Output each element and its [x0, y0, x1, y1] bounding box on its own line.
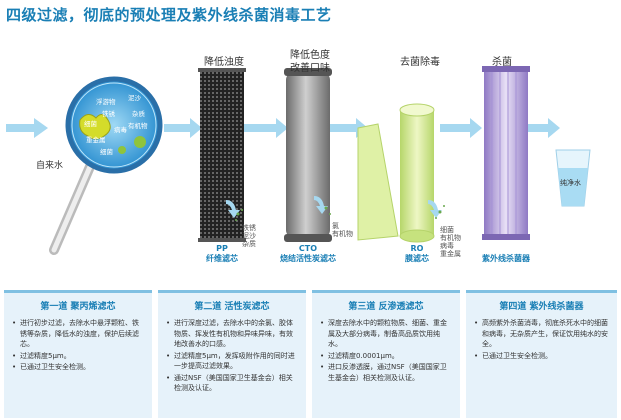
stage-panel-4: 第四道 紫外线杀菌器 高频紫外杀菌消毒，彻底杀死水中的细菌和病毒，无杂质产生，保…	[466, 290, 617, 418]
page-title: 四级过滤，彻底的预处理及紫外线杀菌消毒工艺	[6, 6, 332, 24]
panel-item: 进行深度过滤，去除水中的余氯、胶体物质、挥发性有机物和异味异味，有效地改善水的口…	[166, 318, 298, 350]
panel-item: 已通过卫生安全检测。	[474, 351, 609, 362]
stage-panel-1: 第一道 聚丙烯滤芯 进行初步过滤，去除水中悬浮颗粒、铁锈等杂质，降低水的浊度，保…	[4, 290, 152, 418]
flow-arrow-5	[528, 118, 560, 138]
cto-product-name: CTO 烧结活性炭滤芯	[280, 244, 336, 263]
tap-water-label: 自来水	[36, 161, 64, 171]
pp-removed-list: 铁锈 泥沙 杂质	[242, 224, 256, 248]
stage-label-kill: 杀菌	[492, 57, 512, 68]
stage-panel-2: 第二道 活性炭滤芯 进行深度过滤，去除水中的余氯、胶体物质、挥发性有机物和异味异…	[158, 290, 306, 418]
panel-item: 进行初步过滤，去除水中悬浮颗粒、铁锈等杂质，降低水的浊度，保护后续滤芯。	[12, 318, 144, 350]
bubble-label: 铁锈	[102, 109, 116, 118]
stage-label-sterilize: 去菌除毒	[400, 57, 440, 68]
stage-label-color: 降低色度	[290, 50, 330, 61]
stage-panel-3: 第三道 反渗透滤芯 深度去除水中的颗粒物质、细菌、重金属及大部分病毒，制备高品质…	[312, 290, 460, 418]
particles	[235, 205, 445, 221]
drain-arrows	[226, 196, 442, 218]
magnifier-icon	[49, 76, 163, 255]
uv-product-name: 紫外线杀菌器	[482, 254, 530, 263]
bubble-label: 细菌	[100, 147, 114, 156]
panel-item: 已通过卫生安全检测。	[12, 362, 144, 373]
bubble-label: 有机物	[128, 121, 148, 130]
panel-item: 过滤精度5μm，发挥吸附作用的同时进一步提高过滤效果。	[166, 351, 298, 372]
ro-membrane	[357, 103, 435, 243]
flow-arrow-4	[440, 118, 482, 138]
panel-heading: 第四道 紫外线杀菌器	[499, 302, 584, 312]
ro-product-name: RO 膜滤芯	[405, 244, 429, 263]
panel-heading: 第二道 活性炭滤芯	[194, 302, 270, 312]
cto-cartridge	[286, 72, 330, 238]
stage-label-taste: 改善口味	[290, 63, 330, 74]
inflow-arrow	[6, 118, 48, 138]
ro-removed-list: 细菌 有机物 病毒 重金属	[440, 226, 461, 258]
flow-arrow-1	[164, 118, 202, 138]
bubble-label: 浮游物	[96, 97, 116, 106]
panel-item: 过滤精度0.0001μm。	[320, 351, 452, 362]
bubble-label: 重金属	[86, 135, 106, 144]
panel-item: 深度去除水中的颗粒物质、细菌、重金属及大部分病毒，制备高品质饮用纯水。	[320, 318, 452, 350]
bubble-label: 泥沙	[128, 94, 142, 102]
bubble-label: 细菌	[84, 119, 98, 128]
flow-arrow-2	[244, 118, 288, 138]
panel-item: 过滤精度5μm。	[12, 351, 144, 362]
panel-item: 进口反渗透膜，通过NSF（美国国家卫生基金会）相关检测及认证。	[320, 362, 452, 383]
panel-heading: 第三道 反渗透滤芯	[348, 302, 424, 312]
pure-water-label: 纯净水	[560, 179, 581, 187]
cto-removed-list: 氯 有机物	[332, 222, 353, 238]
uv-sterilizer	[482, 66, 530, 240]
process-illustration: 浮游物 泥沙 铁锈 细菌 杂质 病毒 重金属 有机物 细菌	[6, 66, 591, 255]
panel-item: 高频紫外杀菌消毒，彻底杀死水中的细菌和病毒，无杂质产生，保证饮用纯水的安全。	[474, 318, 609, 350]
pp-product-name: PP 纤维滤芯	[206, 244, 238, 263]
water-glass-icon	[555, 149, 591, 207]
panel-heading: 第一道 聚丙烯滤芯	[40, 302, 116, 312]
panel-item: 通过NSF（美国国家卫生基金会）相关检测及认证。	[166, 373, 298, 394]
stage-label-turbidity: 降低浊度	[204, 57, 244, 68]
bubble-label: 病毒	[114, 125, 128, 134]
bubble-label: 杂质	[132, 109, 146, 118]
